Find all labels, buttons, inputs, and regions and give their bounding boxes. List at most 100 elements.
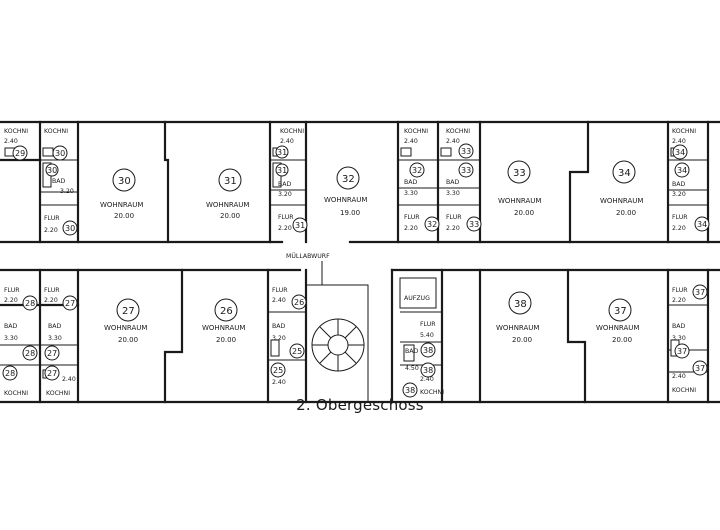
- area-26: 20.00: [216, 336, 236, 344]
- bad-area-32: 3.30: [404, 190, 418, 197]
- label-bad: BAD: [278, 181, 291, 188]
- label-bad: BAD: [405, 348, 418, 355]
- number-38a: 38: [423, 346, 433, 355]
- flur-area-31: 2.20: [278, 225, 292, 232]
- label-kochni-area: 2.40: [4, 138, 18, 145]
- room-number-31: 31: [224, 176, 237, 187]
- number-30b: 30: [47, 166, 57, 175]
- flur-area-27: 2.20: [44, 297, 58, 304]
- room-number-26: 26: [220, 306, 233, 317]
- label-wohnraum: WOHNRAUM: [596, 324, 639, 332]
- number-33a: 33: [461, 147, 471, 156]
- number-34a: 34: [675, 148, 685, 157]
- south-labels: FLUR 2.20 28 FLUR 2.20 27 BAD 3.30 BAD 3…: [2, 284, 708, 398]
- bad-area-33: 3.30: [446, 190, 460, 197]
- flur-area-33: 2.20: [446, 225, 460, 232]
- label-kochni: KOCHNI: [44, 128, 68, 135]
- area-33: 20.00: [514, 209, 534, 217]
- bad-area-34: 3.20: [672, 191, 686, 198]
- kochni-area-38: 2.40: [420, 376, 434, 383]
- number-37b: 37: [677, 347, 687, 356]
- label-aufzug: AUFZUG: [404, 295, 430, 302]
- north-labels: KOCHNI 2.40 29 KOCHNI 30 30 BAD 3.20 FLU…: [4, 128, 710, 236]
- kochni-area-33: 2.40: [446, 138, 460, 145]
- area-31: 20.00: [220, 212, 240, 220]
- bad-area-27: 3.30: [48, 335, 62, 342]
- label-bad: BAD: [672, 323, 685, 330]
- room-number-32: 32: [342, 174, 355, 185]
- bad-area-37: 3.30: [672, 335, 686, 342]
- label-flur: FLUR: [44, 215, 60, 222]
- room-number-37: 37: [614, 306, 627, 317]
- bad-area-38: 4.50: [405, 365, 419, 372]
- kochni-area-32: 2.40: [404, 138, 418, 145]
- flur-area-38: 5.40: [420, 332, 434, 339]
- number-30a: 30: [55, 149, 65, 158]
- label-wohnraum: WOHNRAUM: [202, 324, 245, 332]
- area-32: 19.00: [340, 209, 360, 217]
- label-kochni: KOCHNI: [420, 389, 444, 396]
- bad-area-28: 3.30: [4, 335, 18, 342]
- number-28a: 28: [25, 299, 35, 308]
- flur-area-30: 2.20: [44, 227, 58, 234]
- label-bad: BAD: [672, 181, 685, 188]
- label-kochni: KOCHNI: [672, 128, 696, 135]
- room-number-34: 34: [618, 168, 631, 179]
- label-wohnraum: WOHNRAUM: [496, 324, 539, 332]
- label-bad: BAD: [52, 178, 65, 185]
- number-37c: 37: [695, 364, 705, 373]
- label-kochni: KOCHNI: [4, 128, 28, 135]
- label-wohnraum: WOHNRAUM: [206, 201, 249, 209]
- label-flur: FLUR: [44, 287, 60, 294]
- area-38: 20.00: [512, 336, 532, 344]
- label-bad: BAD: [4, 323, 17, 330]
- label-flur: FLUR: [404, 214, 420, 221]
- number-28c: 28: [5, 369, 15, 378]
- number-25a: 25: [292, 347, 302, 356]
- kochni-area-25: 2.40: [272, 379, 286, 386]
- south-partitions: [0, 268, 710, 404]
- label-flur: FLUR: [672, 214, 688, 221]
- number-26: 26: [294, 298, 304, 307]
- number-38b: 38: [405, 386, 415, 395]
- number-25b: 25: [273, 366, 283, 375]
- kochni-area-27: 2.40: [62, 376, 76, 383]
- label-bad: BAD: [48, 323, 61, 330]
- flur-area-34: 2.20: [672, 225, 686, 232]
- flur-area-26: 2.40: [272, 297, 286, 304]
- label-kochni: KOCHNI: [446, 128, 470, 135]
- number-31b: 31: [277, 166, 287, 175]
- area-30: 20.00: [114, 212, 134, 220]
- room-number-27: 27: [122, 306, 135, 317]
- number-32a: 32: [412, 166, 422, 175]
- spiral-stair: [311, 318, 365, 372]
- label-flur: FLUR: [272, 287, 288, 294]
- flur-area-32: 2.20: [404, 225, 418, 232]
- number-27c: 27: [47, 369, 57, 378]
- label-bad: BAD: [272, 323, 285, 330]
- bad-area-30: 3.20: [60, 188, 74, 195]
- number-30c: 30: [65, 224, 75, 233]
- kochni-area-31: 2.40: [280, 138, 294, 145]
- label-flur: FLUR: [672, 287, 688, 294]
- label-wohnraum: WOHNRAUM: [324, 196, 367, 204]
- flur-area-37: 2.20: [672, 297, 686, 304]
- label-kochni: KOCHNI: [404, 128, 428, 135]
- number-33c: 33: [469, 220, 479, 229]
- number-34c: 34: [697, 220, 707, 229]
- kochni-area-34: 2.40: [672, 138, 686, 145]
- label-bad: BAD: [446, 179, 459, 186]
- number-31c: 31: [295, 221, 305, 230]
- label-wohnraum: WOHNRAUM: [104, 324, 147, 332]
- label-flur: FLUR: [278, 214, 294, 221]
- label-kochni: KOCHNI: [4, 390, 28, 397]
- room-number-30: 30: [118, 176, 131, 187]
- bad-area-31: 3.20: [278, 191, 292, 198]
- label-wohnraum: WOHNRAUM: [600, 197, 643, 205]
- number-31a: 31: [277, 148, 287, 157]
- room-number-38: 38: [514, 299, 527, 310]
- label-flur: FLUR: [4, 287, 20, 294]
- room-number-33: 33: [513, 168, 526, 179]
- label-kochni: KOCHNI: [280, 128, 304, 135]
